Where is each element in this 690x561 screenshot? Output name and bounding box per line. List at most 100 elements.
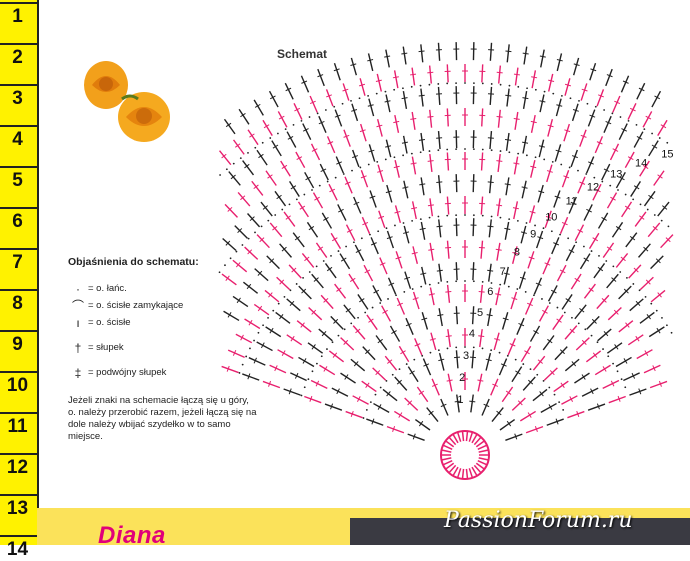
ring-stitch <box>469 432 472 442</box>
stitch-mark <box>276 312 290 323</box>
ruler-tick <box>0 84 37 86</box>
chain-dot <box>301 395 303 397</box>
chain-dot <box>296 283 298 285</box>
stitch-mark <box>371 237 378 254</box>
stitch-mark <box>328 136 335 153</box>
stitch-bar <box>411 163 417 164</box>
stitch-mark <box>447 153 448 171</box>
stitch-mark <box>531 160 535 178</box>
stitch-bar <box>410 74 416 75</box>
stitch-mark <box>294 103 302 119</box>
chain-dot <box>473 346 475 348</box>
stitch-mark <box>284 389 301 395</box>
chain-dot <box>261 226 263 228</box>
stitch-bar <box>477 380 483 381</box>
stitch-mark <box>422 312 427 329</box>
stitch-mark <box>360 78 365 95</box>
stitch-bar <box>531 121 537 122</box>
stitch-mark <box>229 172 241 186</box>
stitch-mark <box>539 140 543 157</box>
stitch-mark <box>611 144 619 160</box>
stitch-mark <box>626 233 637 247</box>
chain-dot <box>597 341 599 343</box>
chain-dot <box>304 386 306 388</box>
stitch-mark <box>380 258 387 275</box>
row-number: 3 <box>463 350 469 362</box>
stitch-mark <box>403 47 406 65</box>
chain-dot <box>619 271 621 273</box>
chain-dot <box>321 355 323 357</box>
stitch-mark <box>319 116 326 133</box>
chain-dot <box>301 120 303 122</box>
stitch-mark <box>405 398 418 410</box>
stitch-mark <box>481 285 483 303</box>
chain-dot <box>562 409 564 411</box>
chain-dot <box>323 260 325 262</box>
chain-dot <box>491 216 493 218</box>
stitch-mark <box>421 222 424 240</box>
slip-stitch-symbol: ⌒ <box>68 297 88 314</box>
stitch-bar <box>530 166 536 167</box>
stitch-mark <box>234 140 245 155</box>
ruler-number: 12 <box>0 457 35 479</box>
stitch-mark <box>571 150 577 167</box>
chain-dot <box>482 83 484 85</box>
ruler-tick <box>0 43 37 45</box>
stitch-mark <box>560 217 567 234</box>
chain-dot <box>654 214 656 216</box>
stitch-mark <box>383 389 397 400</box>
stitch-bar <box>438 359 444 360</box>
chain-dot <box>567 237 569 239</box>
chain-dot <box>559 234 561 236</box>
stitch-bar <box>497 72 503 73</box>
ruler-number: 2 <box>0 47 35 69</box>
ruler-number: 7 <box>0 252 35 274</box>
chain-dot <box>429 84 431 86</box>
row-number: 11 <box>566 196 577 208</box>
chain-dot <box>226 168 228 170</box>
stitch-mark <box>512 398 525 410</box>
chain-dot <box>650 303 652 305</box>
chain-dot <box>666 324 668 326</box>
stitch-mark <box>499 359 506 376</box>
chain-dot <box>429 217 431 219</box>
stitch-mark <box>623 373 639 381</box>
chain-dot <box>549 302 551 304</box>
stitch-bar <box>367 60 373 61</box>
stitch-bar <box>447 380 453 381</box>
stitch-mark <box>395 160 399 178</box>
stitch-mark <box>404 181 408 199</box>
chain-dot <box>290 289 292 291</box>
stitch-mark <box>386 95 390 113</box>
chain-dot <box>267 317 269 319</box>
chain-dot <box>278 303 280 305</box>
legend-text: = słupek <box>88 342 124 353</box>
chain-dot <box>262 142 264 144</box>
ruler-tick <box>0 289 37 291</box>
stitch-mark <box>540 306 549 322</box>
stitch-mark <box>366 419 383 425</box>
chain-dot <box>645 296 647 298</box>
stitch-mark <box>406 318 413 335</box>
stitch-bar <box>495 294 501 295</box>
stitch-mark <box>538 185 543 202</box>
stitch-mark <box>604 116 611 133</box>
chain-dot <box>515 359 517 361</box>
chain-dot <box>379 302 381 304</box>
stitch-mark <box>549 285 558 301</box>
row-number: 15 <box>661 148 673 160</box>
stitch-mark <box>565 326 577 340</box>
stitch-mark <box>494 333 499 350</box>
chain-dot <box>437 149 439 151</box>
stitch-bar <box>514 119 520 120</box>
chain-dot <box>446 149 448 151</box>
stitch-mark <box>532 115 536 133</box>
stitch-mark <box>289 265 301 278</box>
stitch-bar <box>522 98 528 99</box>
stitch-mark <box>447 108 448 126</box>
chain-dot <box>411 86 413 88</box>
chain-dot <box>309 116 311 118</box>
stitch-mark <box>378 119 383 136</box>
stitch-mark <box>319 329 333 341</box>
row-number: 5 <box>477 307 483 319</box>
